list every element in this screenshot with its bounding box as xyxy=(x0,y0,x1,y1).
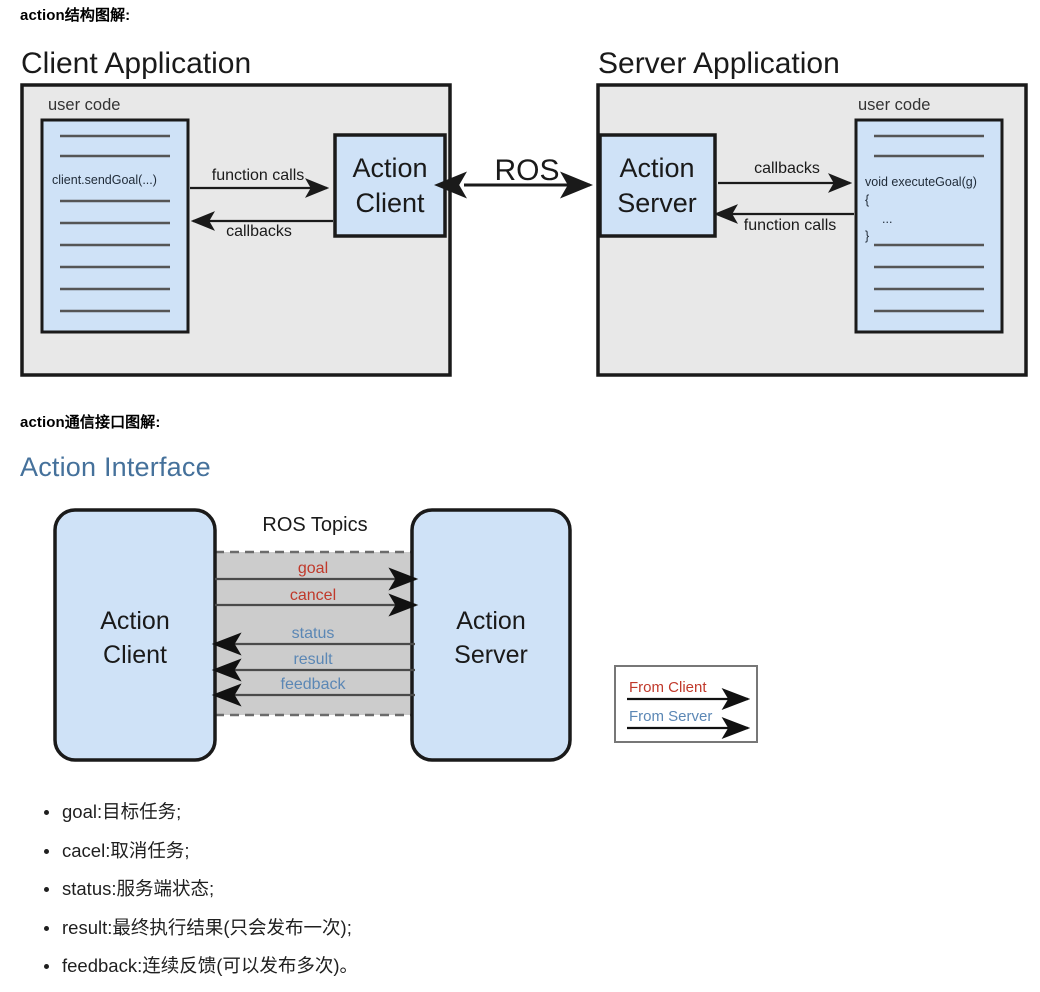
legend-box xyxy=(614,665,758,743)
action-client-box xyxy=(333,133,447,238)
action-client-box-line2: Client xyxy=(355,188,425,218)
interface-action-client-line2: Client xyxy=(103,641,167,669)
client-function-calls-label: function calls xyxy=(212,167,305,184)
server-user-code-sheet xyxy=(854,118,1004,334)
ros-label: ROS xyxy=(494,154,559,187)
action-interface-title: Action Interface xyxy=(20,452,211,482)
list-item: status:服务端状态; xyxy=(44,870,1022,909)
legend-label-from-server: From Server xyxy=(629,708,712,725)
topic-label-goal: goal xyxy=(298,560,328,577)
interface-action-server-box xyxy=(410,508,572,762)
server-callbacks-label: callbacks xyxy=(754,160,820,177)
topic-label-result: result xyxy=(293,651,333,668)
action-interface-diagram: ROS Topics Action Client Action Server g… xyxy=(53,508,758,762)
action-server-box xyxy=(598,133,717,238)
action-server-box-line2: Server xyxy=(617,188,697,218)
list-item: cacel:取消任务; xyxy=(44,832,1022,871)
server-code-snippet-line-0: void executeGoal(g) xyxy=(865,175,977,189)
client-callbacks-label: callbacks xyxy=(226,223,292,240)
action-structure-diagram: Client Application user code client.send… xyxy=(20,47,1028,377)
interface-action-client-box xyxy=(53,508,217,762)
topic-description-list: goal:目标任务; cacel:取消任务; status:服务端状态; res… xyxy=(20,793,1022,986)
server-code-snippet-line-3: } xyxy=(865,229,869,243)
client-code-snippet: client.sendGoal(...) xyxy=(52,173,157,187)
server-application-title: Server Application xyxy=(598,47,840,80)
legend-label-from-client: From Client xyxy=(629,679,707,696)
topic-label-cancel: cancel xyxy=(290,587,336,604)
client-user-code-label: user code xyxy=(48,96,120,114)
list-item: result:最终执行结果(只会发布一次); xyxy=(44,909,1022,948)
list-item: goal:目标任务; xyxy=(44,793,1022,832)
server-code-lines xyxy=(874,134,984,313)
section-heading-structure: action结构图解: xyxy=(20,7,131,24)
server-user-code-label: user code xyxy=(858,96,930,114)
interface-action-client-line1: Action xyxy=(100,607,169,635)
interface-action-server-line2: Server xyxy=(454,641,528,669)
action-server-box-line1: Action xyxy=(619,153,694,183)
server-code-snippet-line-1: { xyxy=(865,193,869,207)
client-code-lines xyxy=(60,134,170,313)
client-application-title: Client Application xyxy=(21,47,251,80)
server-code-snippet-line-2: ... xyxy=(882,212,892,226)
ros-topics-label: ROS Topics xyxy=(262,514,367,536)
topic-label-feedback: feedback xyxy=(281,676,347,693)
action-client-box-line1: Action xyxy=(352,153,427,183)
interface-action-server-line1: Action xyxy=(456,607,525,635)
section-heading-interface: action通信接口图解: xyxy=(20,414,161,431)
list-item: feedback:连续反馈(可以发布多次)。 xyxy=(44,947,1022,986)
topic-label-status: status xyxy=(292,625,335,642)
client-user-code-sheet xyxy=(40,118,190,334)
server-function-calls-label: function calls xyxy=(744,217,837,234)
